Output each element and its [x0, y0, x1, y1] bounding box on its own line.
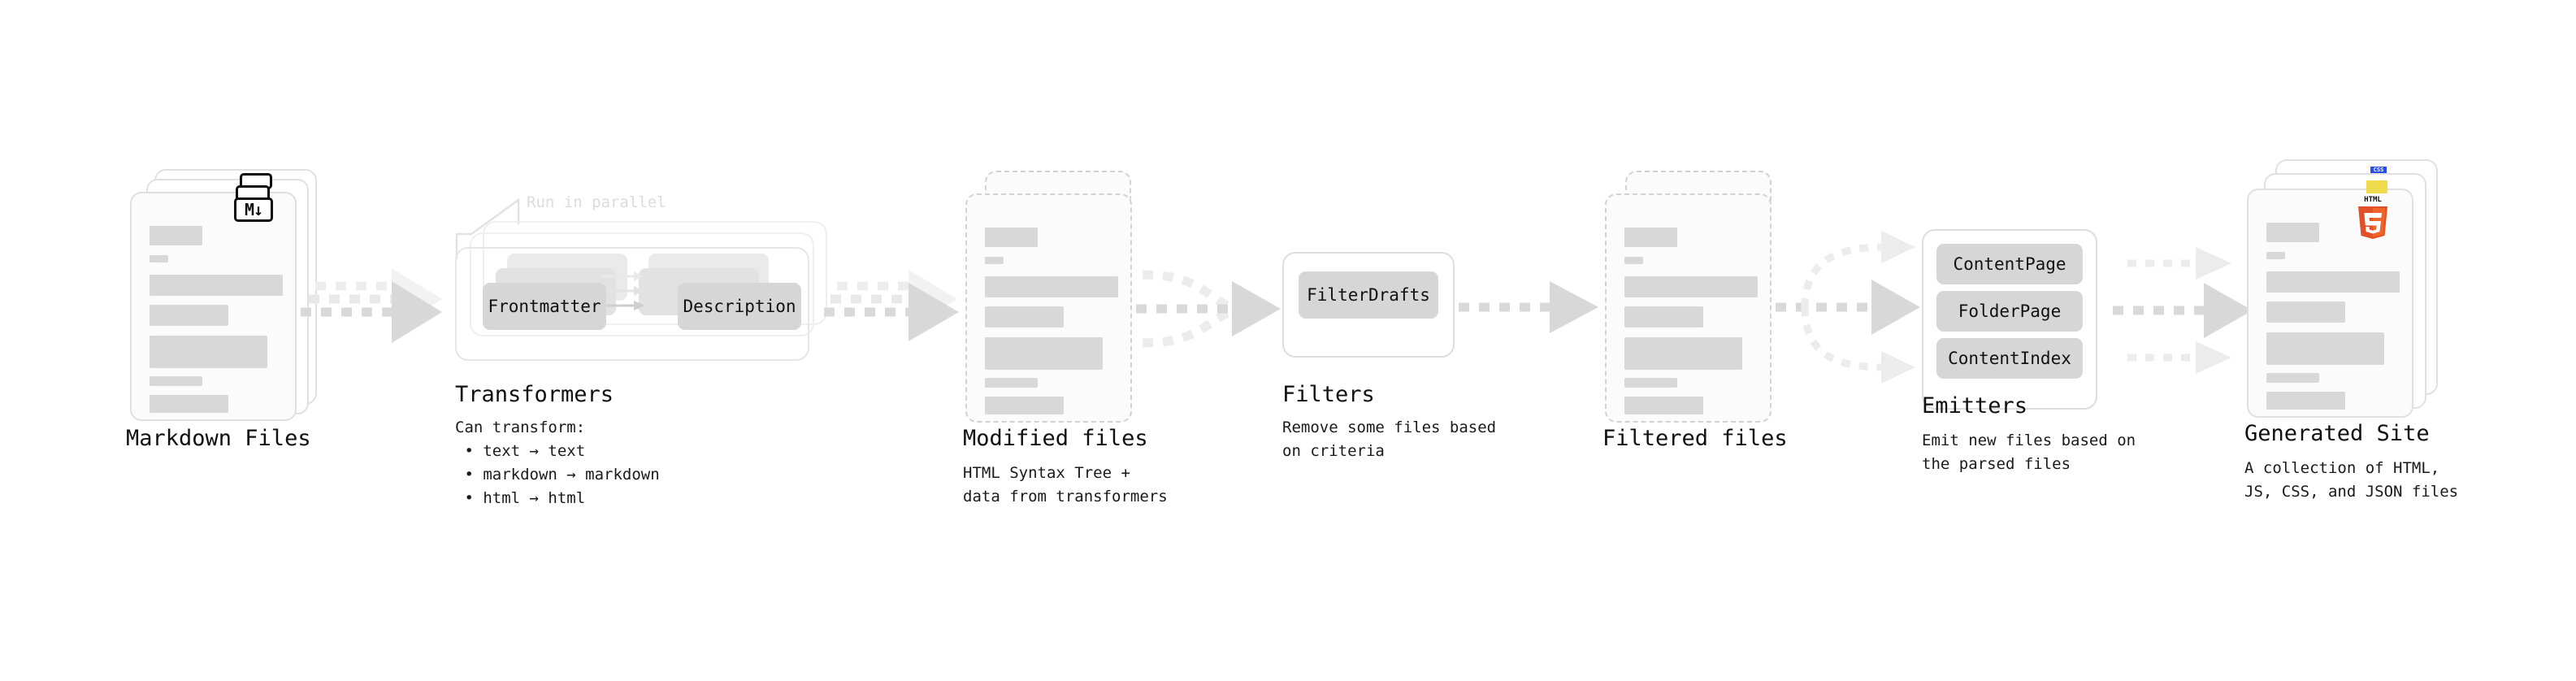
content-bar	[985, 397, 1064, 414]
filtered-card-front	[1605, 193, 1772, 423]
node-title-transformers: Transformers	[455, 382, 614, 407]
content-bar	[1624, 337, 1742, 370]
content-bar	[2266, 301, 2345, 323]
content-bar	[2266, 271, 2400, 293]
content-bar	[985, 228, 1038, 247]
content-bar	[150, 275, 283, 296]
pill-description[interactable]: Description	[678, 283, 801, 330]
content-bar	[985, 378, 1038, 388]
node-title-markdown-files: Markdown Files	[126, 426, 311, 451]
pill-frontmatter[interactable]: Frontmatter	[483, 283, 606, 330]
css-badge: CSS	[2370, 167, 2387, 173]
content-bar	[1624, 378, 1677, 388]
connector-filtered-to-emitters	[1776, 231, 1920, 384]
content-bar	[985, 257, 1004, 264]
content-bar	[1624, 276, 1758, 297]
node-desc-modified-files: HTML Syntax Tree + data from transformer…	[963, 464, 1168, 505]
markdown-card-front	[130, 192, 297, 421]
transformer-group-front	[455, 247, 809, 361]
content-bar	[1624, 397, 1703, 414]
content-bar	[985, 276, 1118, 297]
node-title-modified-files: Modified files	[963, 426, 1148, 451]
modified-card-front	[965, 193, 1132, 423]
content-bar	[150, 255, 168, 262]
pill-contentpage[interactable]: ContentPage	[1936, 244, 2083, 284]
content-bar	[2266, 332, 2384, 365]
node-title-emitters: Emitters	[1922, 393, 2028, 419]
pill-filterdrafts[interactable]: FilterDrafts	[1299, 271, 1438, 319]
connector-emitters-to-site	[2113, 247, 2253, 374]
connector-transformers-to-modified	[824, 270, 959, 341]
connector-modified-to-filters	[1136, 270, 1281, 348]
node-desc-transformers: Can transform: • text → text • markdown …	[455, 419, 660, 507]
content-bar	[150, 336, 267, 368]
node-desc-emitters: Emit new files based on the parsed files	[1922, 432, 2136, 473]
node-title-filtered-files: Filtered files	[1602, 426, 1788, 451]
content-bar	[2266, 392, 2345, 410]
run-in-parallel-label: Run in parallel	[527, 193, 666, 211]
connector-filters-to-filtered	[1459, 281, 1598, 333]
markdown-badge: M↓	[234, 197, 273, 222]
content-bar	[150, 395, 228, 413]
node-desc-generated-site: A collection of HTML, JS, CSS, and JSON …	[2244, 459, 2459, 501]
content-bar	[1624, 257, 1643, 264]
transformer-group-back-1	[470, 232, 814, 336]
node-title-generated-site: Generated Site	[2244, 421, 2430, 446]
node-title-filters: Filters	[1282, 382, 1375, 407]
pill-folderpage[interactable]: FolderPage	[1936, 291, 2083, 332]
site-card-front	[2247, 189, 2413, 418]
content-bar	[985, 306, 1064, 327]
content-bar	[985, 337, 1103, 370]
connector-markdown-to-transformers	[301, 268, 442, 343]
pill-contentindex[interactable]: ContentIndex	[1936, 338, 2083, 379]
node-desc-filters: Remove some files based on criteria	[1282, 419, 1497, 460]
content-bar	[1624, 306, 1703, 327]
content-bar	[2266, 373, 2319, 383]
content-bar	[150, 376, 202, 386]
content-bar	[150, 226, 202, 245]
content-bar	[2266, 252, 2285, 259]
content-bar	[150, 305, 228, 326]
js-badge	[2366, 180, 2387, 193]
content-bar	[2266, 223, 2319, 242]
content-bar	[1624, 228, 1677, 247]
transformer-group-back-2	[483, 221, 827, 325]
